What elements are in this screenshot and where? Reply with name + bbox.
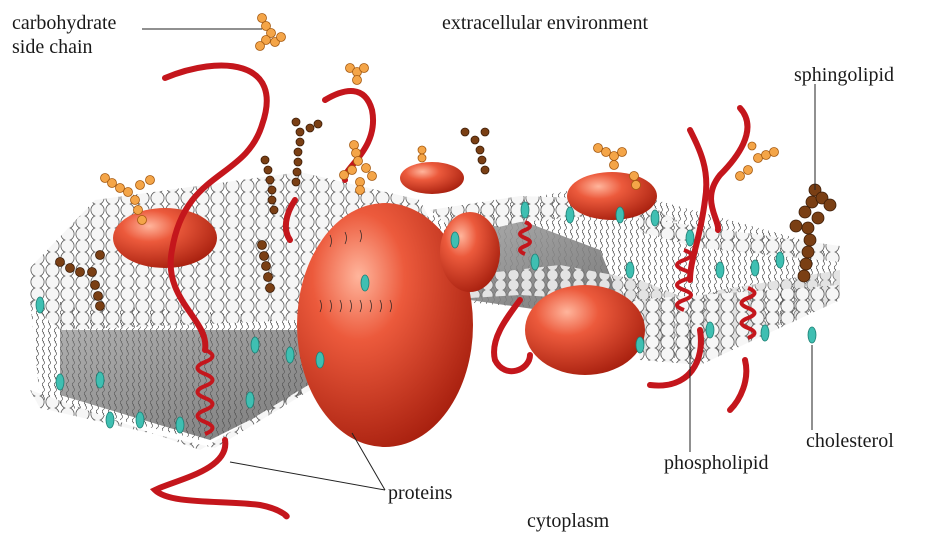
label-cholesterol: cholesterol	[806, 430, 894, 453]
label-phospholipid: phospholipid	[664, 452, 768, 475]
protein-strand-left-lower	[155, 440, 287, 516]
label-cytoplasm: cytoplasm	[527, 510, 609, 533]
protein-strand-mid	[494, 300, 530, 371]
protein-strand-right2	[711, 108, 747, 230]
protein-right-lower	[525, 285, 645, 375]
label-extracellular: extracellular environment	[442, 12, 648, 35]
protein-top-small	[400, 162, 464, 194]
protein-mid-channel	[440, 212, 500, 292]
protein-strand-right4	[730, 360, 746, 410]
label-carbohydrate-line1: carbohydrate	[12, 12, 116, 35]
label-carbohydrate-line2: side chain	[12, 36, 93, 59]
label-proteins: proteins	[388, 482, 452, 505]
label-sphingolipid: sphingolipid	[794, 64, 894, 87]
protein-left-small	[113, 208, 217, 268]
protein-right-top	[567, 172, 657, 220]
